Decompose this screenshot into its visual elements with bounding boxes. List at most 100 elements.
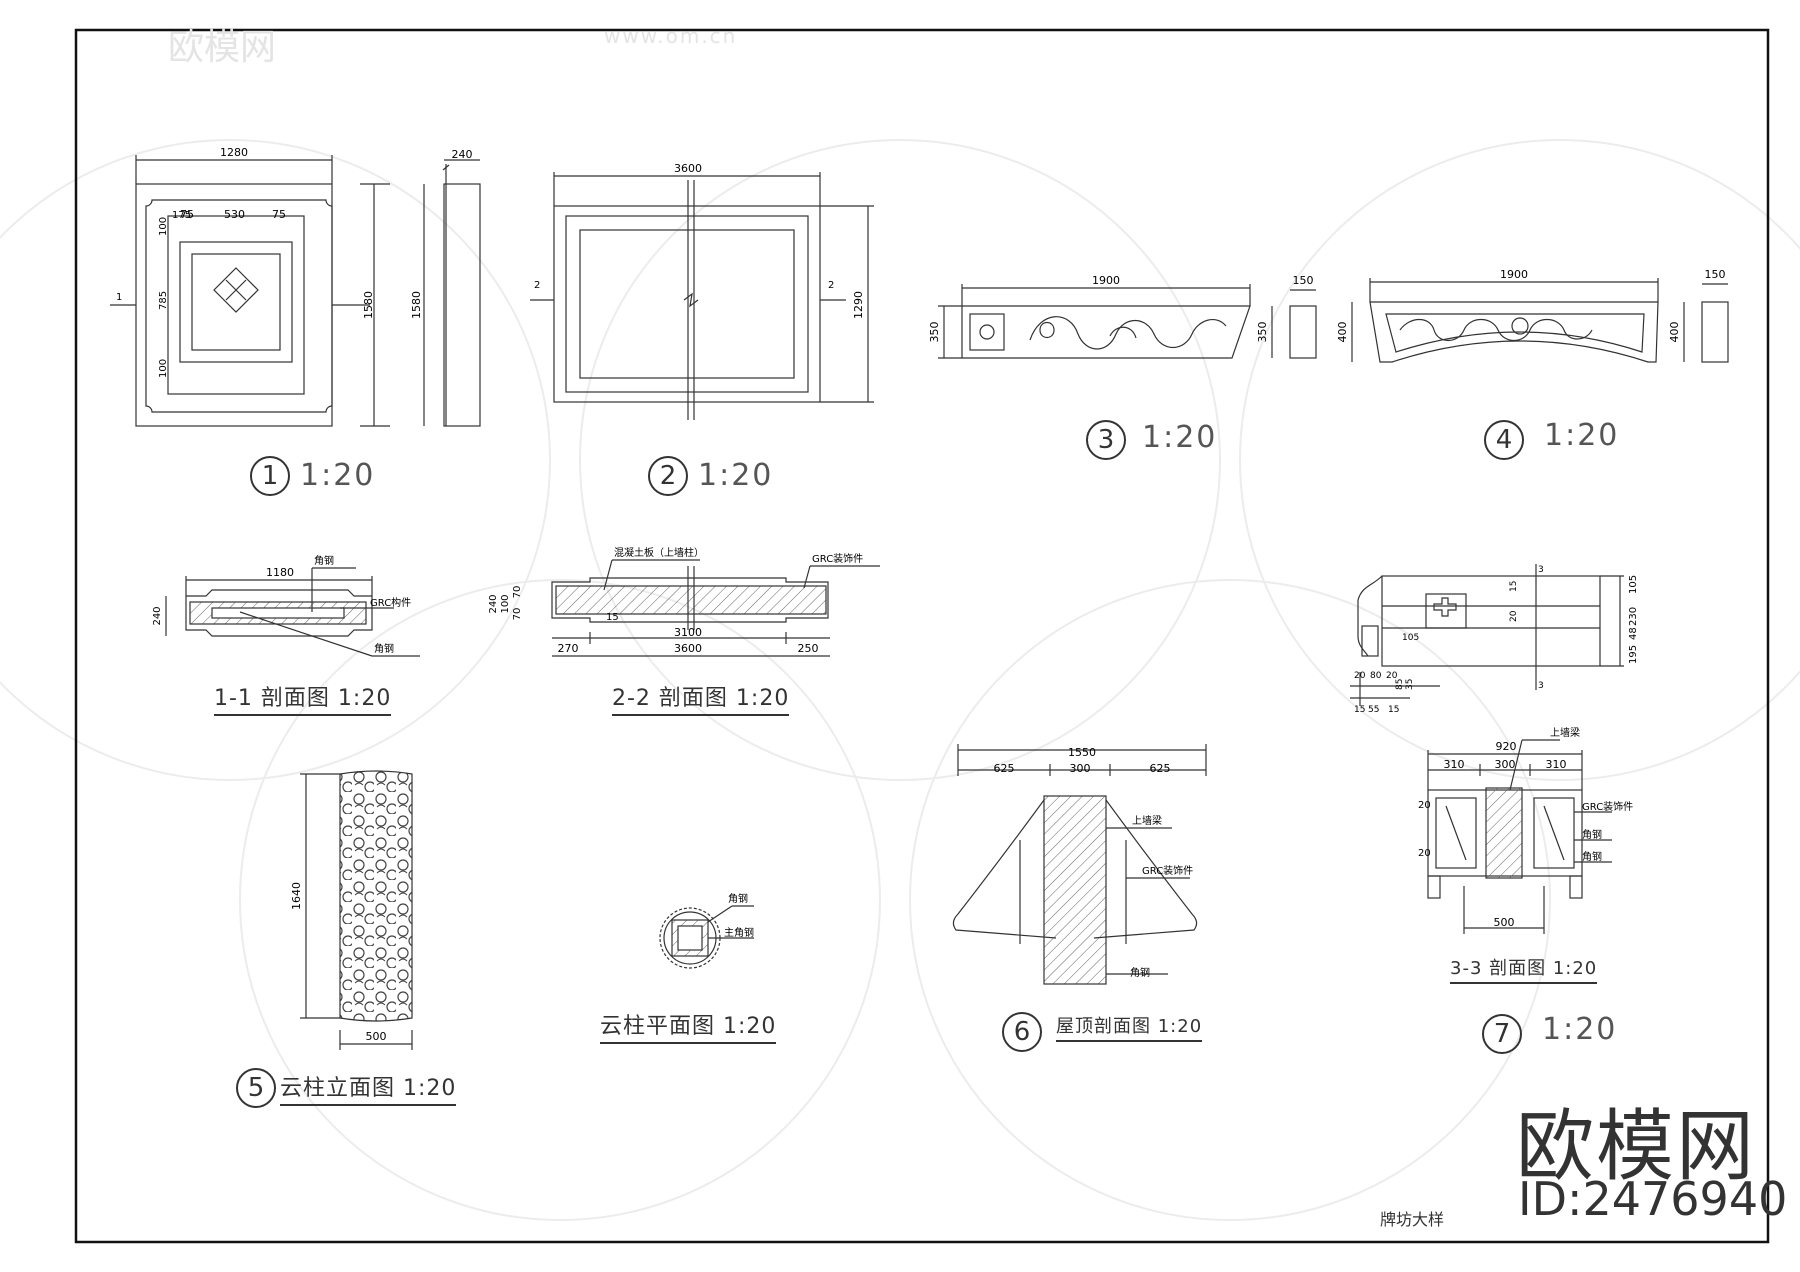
view-1-elevation [110,155,481,427]
v7-dim-14: 15 [1388,705,1399,715]
view-1-number: 1 [250,456,290,496]
view-2-scale: 1:20 [698,458,774,493]
watermark-arcs [0,139,1800,1221]
s33-note-1: 上墙梁 [1550,726,1580,739]
v3-dim-h2: 350 [1256,322,1269,343]
section-1-1 [165,567,420,657]
v1-dim-h2: 1580 [410,291,423,319]
s33-dim-total: 920 [1496,740,1517,753]
section-3-3 [1427,739,1612,934]
v7-dim-9: 80 [1370,671,1382,681]
s33-dim-a: 310 [1444,758,1465,771]
v7-dim-7: 105 [1402,633,1419,643]
s11-note-1: 角钢 [314,554,334,567]
plan-note-2: 主角钢 [724,926,754,939]
v6-note-2: GRC装饰件 [1142,864,1193,877]
v1-mark: 1 [116,292,122,303]
v7-mark-top: 3 [1538,565,1544,575]
s33-note-4: 角钢 [1582,850,1602,863]
s22-dim-h2: 100 [500,594,511,613]
s22-dim-h1: 240 [488,594,499,613]
view-3-number: 3 [1086,420,1126,460]
s22-note-1: 混凝土板（上墙柱） [614,546,704,559]
s22-dim-right: 250 [798,642,819,655]
view-2-number: 2 [648,456,688,496]
v5-dim-height: 1640 [290,882,303,910]
view-6-number: 6 [1002,1012,1042,1052]
view-4-number: 4 [1484,420,1524,460]
s33-dim-c: 310 [1546,758,1567,771]
s22-dim-h3: 70 [512,586,523,599]
watermark-url: www.om.cn [604,24,738,48]
v7-dim-8: 20 [1354,671,1366,681]
s33-dim-bottom: 500 [1494,916,1515,929]
s22-note-2: GRC装饰件 [812,552,863,565]
view-5-column [300,770,413,1050]
view-3-scale: 1:20 [1142,420,1218,455]
s22-dim-h4: 70 [512,608,523,621]
v6-note-3: 角钢 [1130,966,1150,979]
v3-dim-h: 350 [928,322,941,343]
view-7-scale: 1:20 [1542,1012,1618,1047]
v5-dim-width: 500 [366,1030,387,1043]
v7-dim-15: 55 [1368,705,1379,715]
v1-dim-h1: 1580 [362,291,375,319]
v1-dim-mid: 530 [224,208,245,221]
v3-dim-length: 1900 [1092,274,1120,287]
v1-dim-c: 100 [158,359,169,378]
v7-dim-4: 195 [1628,645,1639,664]
v7-dim-2: 230 [1628,607,1639,626]
v3-dim-t: 150 [1293,274,1314,287]
v4-dim-t: 150 [1705,268,1726,281]
sheet-title: 牌坊大样 [1380,1210,1445,1229]
s22-dim-mid: 3100 [674,626,702,639]
section-3-3-title: 3-3 剖面图 1:20 [1450,954,1598,984]
s11-dim-height: 240 [152,606,163,625]
view-3-beam [938,284,1317,359]
s11-dim-width: 1180 [266,566,294,579]
s22-dim-left: 270 [558,642,579,655]
drawing-frame [74,28,1770,1244]
s33-note-3: 角钢 [1582,828,1602,841]
v7-dim-13: 15 [1354,705,1365,715]
s33-dim-s2: 20 [1418,848,1431,859]
s33-note-2: GRC装饰件 [1582,800,1633,813]
v2-mark-left: 2 [534,280,540,291]
v1-dim-top: 175 [172,210,191,221]
v2-dim-width: 3600 [674,162,702,175]
view-4-scale: 1:20 [1544,418,1620,453]
v2-dim-height: 1290 [852,291,865,319]
v7-dim-10: 20 [1386,671,1398,681]
s33-dim-s1: 20 [1418,800,1431,811]
v1-dim-right: 75 [272,208,286,221]
s11-note-2: GRC构件 [370,596,411,609]
view-6-title: 屋顶剖面图 1:20 [1056,1012,1203,1042]
section-2-2 [551,559,880,657]
column-plan [659,905,754,969]
v1-dim-width: 1280 [220,146,248,159]
v1-dim-left: 75 [180,208,194,221]
section-2-2-title: 2-2 剖面图 1:20 [612,680,790,716]
v4-dim-length: 1900 [1500,268,1528,281]
v7-dim-6: 20 [1509,610,1519,622]
v4-dim-h: 400 [1336,322,1349,343]
view-5-title: 云柱立面图 1:20 [280,1070,457,1106]
v1-dim-side: 240 [452,148,473,161]
s33-dim-b: 300 [1495,758,1516,771]
view-2-elevation [530,172,874,420]
v6-dim-total: 1550 [1068,746,1096,759]
view-7-number: 7 [1482,1014,1522,1054]
watermark-text: 欧模网 [168,27,277,68]
v7-dim-1: 105 [1628,575,1639,594]
view-7-detail [1350,564,1624,706]
s22-dim-total: 3600 [674,642,702,655]
v7-dim-12: 35 [1405,679,1415,690]
v7-dim-3: 48 [1628,627,1639,640]
v6-dim-a: 625 [994,762,1015,775]
column-plan-title: 云柱平面图 1:20 [600,1008,777,1044]
view-4-beam [1351,278,1729,363]
v6-note-1: 上墙梁 [1132,814,1162,827]
v7-dim-11: 85 [1395,679,1405,690]
brand-logo-text: 欧模网 [1516,1102,1757,1192]
